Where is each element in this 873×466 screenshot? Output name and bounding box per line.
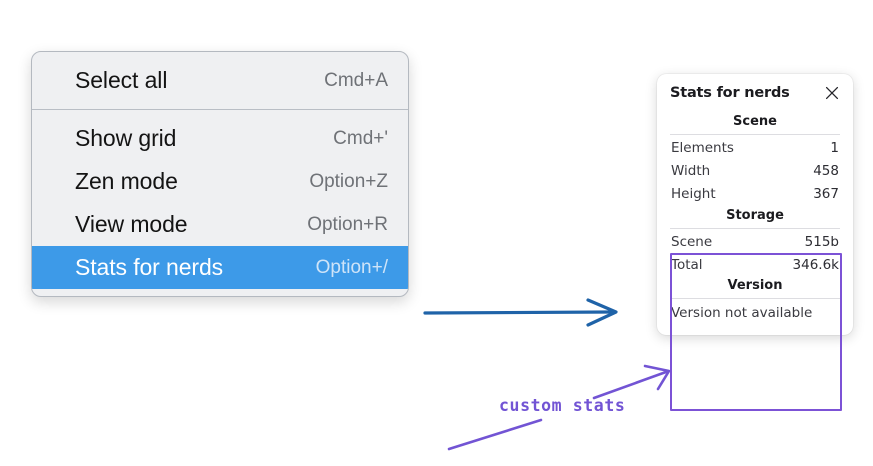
stat-row: Scene 515b	[670, 231, 840, 254]
stat-value: 515b	[804, 233, 839, 250]
menu-item-zen-mode[interactable]: Zen mode Option+Z	[32, 160, 408, 203]
stat-row: Total 346.6k	[670, 254, 840, 277]
blue-arrow	[423, 298, 618, 327]
close-icon[interactable]	[824, 85, 840, 101]
stat-label: Total	[671, 256, 703, 273]
section-heading: Storage	[726, 207, 784, 223]
menu-item-label: Zen mode	[75, 168, 178, 194]
stat-label: Height	[671, 185, 716, 202]
stats-for-nerds-panel[interactable]: Stats for nerds Scene Elements 1 Width 4…	[657, 74, 853, 336]
section-divider	[670, 298, 840, 300]
custom-stats-annotation-label: custom stats	[499, 396, 626, 415]
menu-item-show-grid[interactable]: Show grid Cmd+'	[32, 117, 408, 160]
menu-item-view-mode[interactable]: View mode Option+R	[32, 203, 408, 246]
section-divider	[670, 134, 840, 135]
stats-section-version: Version Version not available	[670, 276, 840, 322]
menu-item-shortcut: Option+Z	[309, 170, 388, 192]
menu-section-2: Show grid Cmd+' Zen mode Option+Z View m…	[32, 109, 408, 296]
menu-item-shortcut: Option+R	[307, 213, 388, 235]
menu-item-label: Show grid	[75, 125, 177, 151]
version-value: Version not available	[671, 305, 813, 322]
stat-value: 458	[813, 162, 839, 179]
menu-section-1: Select all Cmd+A	[32, 52, 408, 109]
stats-section-storage: Storage Scene 515b Total 346.6k	[670, 206, 840, 277]
purple-underline-stroke	[447, 418, 543, 451]
section-divider	[670, 227, 840, 229]
menu-item-shortcut: Cmd+A	[324, 69, 388, 91]
stat-label: Width	[671, 162, 711, 179]
stat-row: Width 458	[670, 160, 840, 183]
menu-item-label: View mode	[75, 211, 188, 237]
stat-value: 346.6k	[792, 256, 839, 273]
stat-label: Scene	[671, 233, 713, 250]
stat-value: 1	[830, 140, 839, 156]
stat-label: Elements	[671, 140, 734, 156]
menu-item-label: Stats for nerds	[75, 254, 224, 280]
stat-row: Height 367	[670, 183, 840, 206]
menu-item-label: Select all	[75, 67, 168, 93]
stats-panel-header: Stats for nerds	[670, 85, 840, 101]
stat-row: Elements 1	[670, 137, 840, 160]
purple-arrow	[592, 364, 671, 400]
section-heading: Scene	[733, 114, 777, 129]
stats-section-scene: Scene Elements 1 Width 458 Height 367	[670, 112, 840, 206]
menu-item-shortcut: Option+/	[315, 256, 388, 278]
menu-item-stats-for-nerds[interactable]: Stats for nerds Option+/	[32, 246, 408, 289]
stats-panel-title: Stats for nerds	[670, 85, 790, 101]
section-heading: Version	[727, 278, 783, 294]
stat-value: 367	[813, 185, 839, 202]
menu-item-select-all[interactable]: Select all Cmd+A	[32, 59, 408, 102]
menu-item-shortcut: Cmd+'	[333, 127, 388, 149]
canvas-context-menu[interactable]: Select all Cmd+A Show grid Cmd+' Zen mod…	[31, 51, 409, 297]
